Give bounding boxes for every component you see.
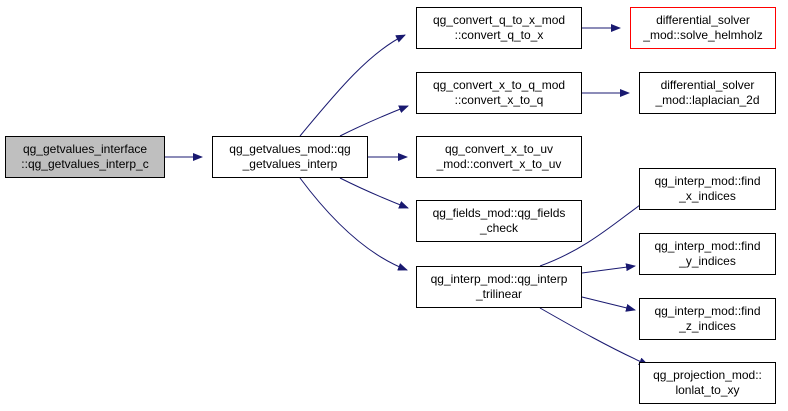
- node-label-line1: qg_convert_q_to_x_mod: [432, 13, 566, 27]
- node-label-line2: _z_indices: [679, 319, 736, 333]
- node-label-line2: ::convert_q_to_x: [454, 28, 544, 42]
- node-label-line2: _mod::convert_x_to_uv: [436, 157, 562, 171]
- node-solve-helmholz[interactable]: differential_solver _mod::solve_helmholz: [630, 7, 776, 49]
- edge-trilinear-to-find-z: [581, 296, 636, 312]
- node-label-line1: qg_getvalues_interface: [22, 142, 148, 156]
- node-label-line1: qg_interp_mod::find: [654, 174, 761, 188]
- node-qg-getvalues-interp[interactable]: qg_getvalues_mod::qg _getvalues_interp: [212, 136, 368, 178]
- node-label-line2: _x_indices: [679, 189, 736, 203]
- node-label-line2: _mod::laplacian_2d: [655, 93, 760, 107]
- node-label-line2: _mod::solve_helmholz: [643, 28, 763, 42]
- edge-getvalues-to-q-to-x: [299, 34, 406, 137]
- node-find-y-indices[interactable]: qg_interp_mod::find _y_indices: [639, 233, 776, 275]
- node-label-line1: differential_solver: [656, 13, 750, 27]
- node-label-line1: qg_interp_mod::find: [654, 304, 761, 318]
- node-convert-q-to-x[interactable]: qg_convert_q_to_x_mod ::convert_q_to_x: [416, 7, 582, 49]
- edge-getvalues-to-trilinear: [299, 177, 408, 271]
- node-convert-x-to-q[interactable]: qg_convert_x_to_q_mod ::convert_x_to_q: [416, 72, 582, 114]
- node-label-line2: _getvalues_interp: [242, 157, 338, 171]
- node-convert-x-to-uv[interactable]: qg_convert_x_to_uv _mod::convert_x_to_uv: [416, 136, 582, 178]
- node-label-line2: lonlat_to_xy: [675, 383, 740, 397]
- node-label-line1: qg_interp_mod::find: [654, 239, 761, 253]
- node-qg-getvalues-interp-c: qg_getvalues_interface ::qg_getvalues_in…: [5, 136, 165, 178]
- node-find-z-indices[interactable]: qg_interp_mod::find _z_indices: [639, 298, 776, 340]
- node-label-line1: qg_fields_mod::qg_fields: [432, 206, 566, 220]
- node-find-x-indices[interactable]: qg_interp_mod::find _x_indices: [639, 168, 776, 210]
- node-label-line1: qg_convert_x_to_uv: [444, 142, 554, 156]
- node-lonlat-to-xy[interactable]: qg_projection_mod:: lonlat_to_xy: [639, 362, 776, 404]
- node-label-line1: qg_projection_mod::: [653, 368, 762, 382]
- node-label-line2: ::qg_getvalues_interp_c: [21, 157, 149, 171]
- edge-getvalues-to-fields-check: [339, 177, 409, 209]
- node-label-line1: qg_getvalues_mod::qg: [229, 142, 351, 156]
- node-label-line2: _y_indices: [679, 254, 736, 268]
- node-laplacian-2d[interactable]: differential_solver _mod::laplacian_2d: [639, 72, 776, 114]
- node-label-line2: _trilinear: [475, 287, 523, 301]
- edge-trilinear-to-lonlat: [539, 307, 649, 366]
- node-qg-fields-check[interactable]: qg_fields_mod::qg_fields _check: [416, 200, 582, 242]
- edge-getvalues-to-x-to-q: [339, 105, 409, 137]
- node-label-line1: qg_convert_x_to_q_mod: [432, 78, 566, 92]
- edge-trilinear-to-find-y: [581, 263, 636, 274]
- node-label-line1: differential_solver: [660, 78, 755, 92]
- node-label-line2: ::convert_x_to_q: [454, 93, 544, 107]
- node-label-line2: _check: [479, 221, 519, 235]
- node-qg-interp-trilinear[interactable]: qg_interp_mod::qg_interp _trilinear: [416, 266, 582, 308]
- node-label-line1: qg_interp_mod::qg_interp: [430, 272, 568, 286]
